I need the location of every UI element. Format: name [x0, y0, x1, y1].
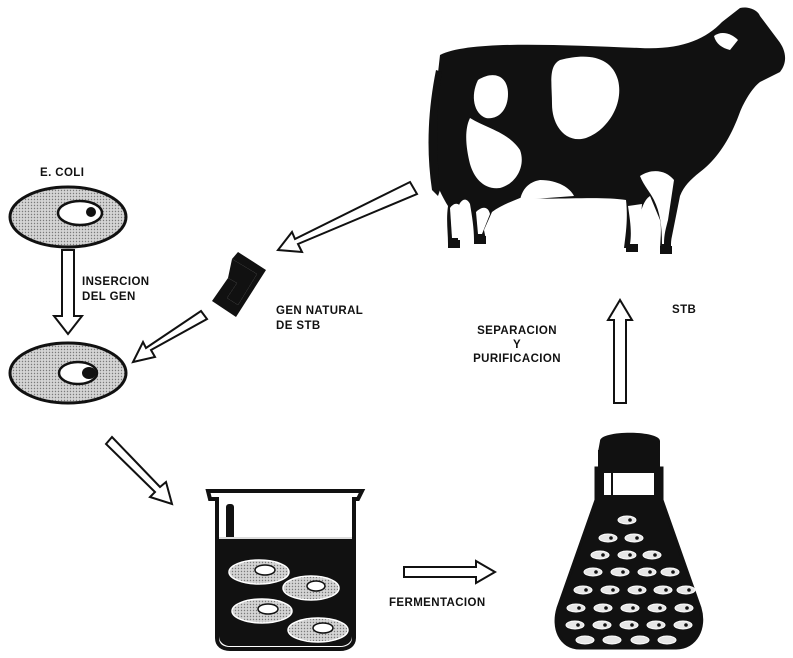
arrow-cell-to-beaker: [106, 437, 172, 504]
label-insercion-line2: DEL GEN: [82, 290, 136, 304]
cow-illustration: [429, 7, 786, 254]
beaker-cell: [288, 618, 348, 642]
label-separacion-line2: Y: [446, 338, 588, 352]
label-fermentacion: FERMENTACION: [389, 596, 486, 610]
label-gen-line1: GEN NATURAL: [276, 304, 363, 318]
arrow-insertion: [54, 250, 82, 334]
beaker-cell: [229, 560, 289, 584]
arrow-cow-to-gene: [278, 182, 417, 252]
ecoli-cell-recombinant: [10, 343, 126, 403]
arrow-fermentation: [404, 561, 495, 583]
label-separacion-group: SEPARACION Y PURIFICACION: [446, 324, 588, 366]
beaker-cell: [283, 576, 339, 600]
label-stb: STB: [672, 303, 696, 317]
erlenmeyer-flask: [556, 433, 702, 648]
fermentation-beaker: [208, 491, 362, 649]
ecoli-cell-top: [10, 187, 126, 247]
label-gen-line2: DE STB: [276, 319, 321, 333]
label-ecoli: E. COLI: [40, 166, 84, 180]
beaker-cell: [232, 599, 292, 623]
label-separacion-line1: SEPARACION: [446, 324, 588, 338]
label-insercion-line1: INSERCION: [82, 275, 150, 289]
label-separacion-line3: PURIFICACION: [446, 352, 588, 366]
arrow-gene-to-cell: [133, 311, 207, 362]
arrow-flask-to-cow: [608, 300, 632, 403]
gene-fragment-icon: [212, 252, 266, 317]
